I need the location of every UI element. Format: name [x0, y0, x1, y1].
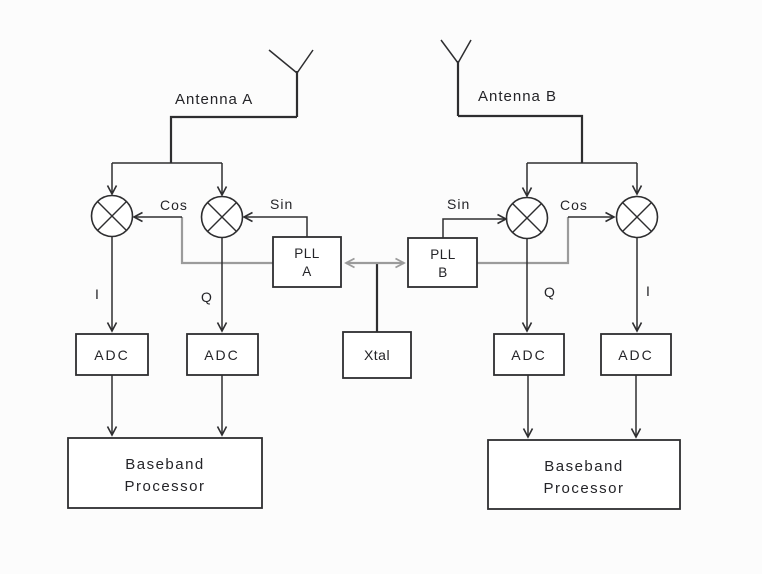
antenna-a-icon: [268, 49, 314, 117]
pll-a-line2: A: [302, 264, 312, 279]
xtal-block: Xtal: [342, 331, 412, 379]
antenna-a-feed-wires: [106, 115, 297, 197]
xtal-label: Xtal: [364, 347, 390, 363]
baseband-b-line2: Processor: [543, 480, 624, 497]
mixer-b-i-icon: [615, 195, 659, 239]
adc-a-i-block: ADC: [75, 333, 149, 376]
cos-a-label: Cos: [160, 197, 188, 213]
q-a-label: Q: [201, 289, 212, 305]
mixer-b-q-icon: [505, 196, 549, 240]
pll-b-line2: B: [438, 265, 448, 280]
antenna-b-icon: [440, 39, 472, 116]
adc-b-q-label: ADC: [511, 347, 547, 363]
baseband-a-line2: Processor: [124, 478, 205, 495]
antenna-a-label: Antenna A: [175, 91, 253, 108]
adc-b-q-block: ADC: [493, 333, 565, 376]
wire-antenna-a-drop: [169, 115, 297, 163]
wire-sin-b-arrow: [442, 213, 508, 238]
pll-a-block: PLL A: [272, 236, 342, 288]
sin-b-label: Sin: [447, 196, 470, 212]
wire-lo-cos-b: [477, 217, 570, 265]
sin-a-label: Sin: [270, 196, 293, 212]
baseband-b-line1: Baseband: [544, 458, 624, 475]
i-a-label: I: [95, 286, 99, 302]
cos-b-label: Cos: [560, 197, 588, 213]
adc-a-i-label: ADC: [94, 347, 130, 363]
pll-b-line1: PLL: [430, 247, 456, 262]
wire-antenna-b-drop: [458, 114, 584, 163]
baseband-a-block: Baseband Processor: [67, 437, 263, 509]
baseband-b-block: Baseband Processor: [487, 439, 681, 510]
q-b-label: Q: [544, 284, 555, 300]
antenna-b-feed-wires: [458, 114, 643, 198]
baseband-a-line1: Baseband: [125, 456, 205, 473]
adc-a-q-block: ADC: [186, 333, 259, 376]
wire-sin-a-arrow: [242, 211, 308, 238]
pll-b-block: PLL B: [407, 237, 478, 288]
adc-b-i-label: ADC: [618, 347, 654, 363]
adc-a-q-label: ADC: [204, 347, 240, 363]
antenna-b-label: Antenna B: [478, 88, 557, 105]
mixer-a-i-icon: [90, 194, 134, 238]
pll-a-line1: PLL: [294, 246, 320, 261]
adc-b-i-block: ADC: [600, 333, 672, 376]
mixer-a-q-icon: [200, 195, 244, 239]
wire-lo-cos-a: [180, 217, 273, 265]
i-b-label: I: [646, 283, 650, 299]
